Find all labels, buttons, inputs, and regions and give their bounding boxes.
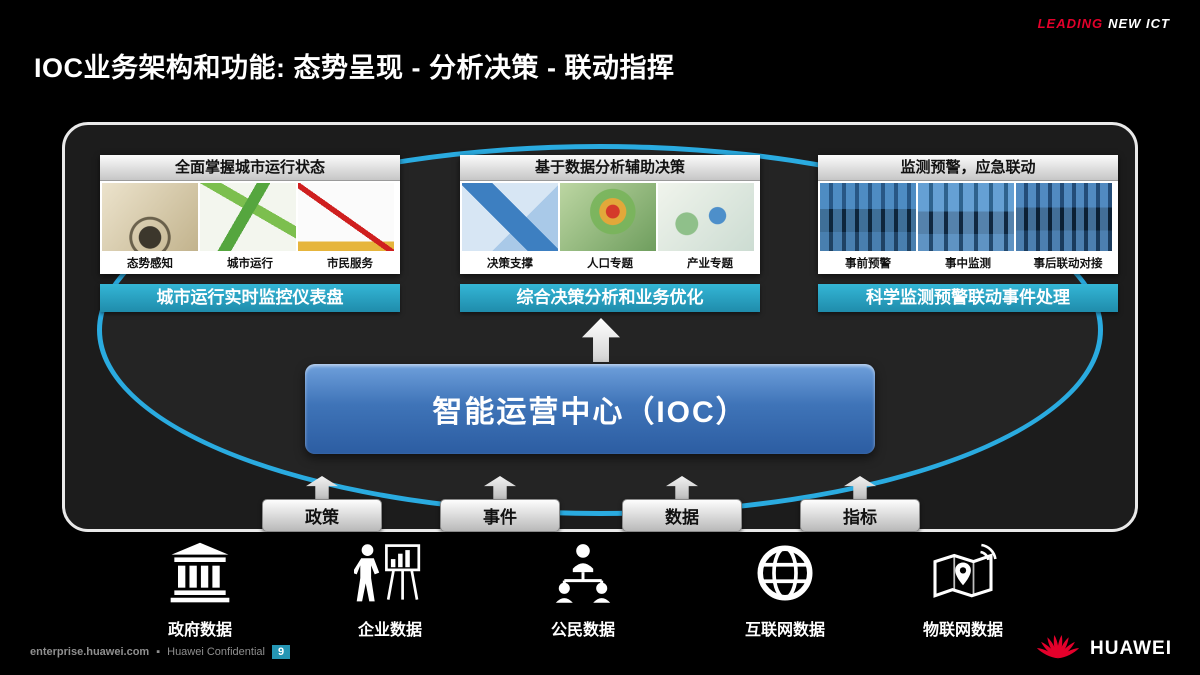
industry-topic-photo (658, 183, 754, 251)
thumb-row (100, 181, 400, 253)
dashboard-photo (102, 183, 198, 251)
thumb-label: 态势感知 (127, 258, 173, 270)
panel-monitoring-warning: 监测预警，应急联动 事前预警 事中监测 事后联动对接 科学监测预警联动事件处理 (818, 155, 1118, 312)
thumb-label-row: 决策支撑 人口专题 产业专题 (460, 253, 760, 272)
post-linkage-photo (1016, 183, 1112, 251)
confidential-text: Huawei Confidential (167, 646, 265, 658)
thumb-label: 市民服务 (327, 258, 373, 270)
source-label: 政府数据 (167, 622, 232, 639)
source-label: 公民数据 (550, 622, 615, 639)
site-url: enterprise.huawei.com (30, 646, 150, 658)
leading-text: LEADING (1037, 16, 1104, 31)
thumb-row (818, 181, 1118, 253)
page-number-badge: 9 (271, 645, 291, 659)
huawei-flower-icon (1036, 633, 1080, 665)
input-tag-event: 事件 (440, 499, 560, 532)
source-label: 互联网数据 (744, 622, 825, 639)
thumb-row (460, 181, 760, 253)
footer: enterprise.huawei.com ▪ Huawei Confident… (30, 645, 291, 659)
source-citizen: 公民数据 (498, 538, 668, 640)
city-operation-photo (200, 183, 296, 251)
panel-header: 基于数据分析辅助决策 (460, 155, 760, 181)
huawei-wordmark: HUAWEI (1090, 638, 1172, 659)
panel-header: 监测预警，应急联动 (818, 155, 1118, 181)
thumb-label: 产业专题 (687, 258, 733, 270)
source-label: 企业数据 (357, 622, 422, 639)
caption-bar: 科学监测预警联动事件处理 (818, 284, 1118, 312)
business-presenter-icon (305, 538, 475, 608)
thumb-label: 事前预警 (845, 258, 891, 270)
thumb-label: 人口专题 (587, 258, 633, 270)
panel-data-analysis: 基于数据分析辅助决策 决策支撑 人口专题 产业专题 综合决策分析和业务优化 (460, 155, 760, 312)
internet-globe-icon (700, 538, 870, 608)
decision-support-photo (462, 183, 558, 251)
source-government: 政府数据 (115, 538, 285, 640)
thumb-label-row: 事前预警 事中监测 事后联动对接 (818, 253, 1118, 272)
ioc-label: 智能运营中心（IOC） (432, 396, 748, 429)
huawei-logo: HUAWEI (1036, 633, 1172, 665)
page-title: IOC业务架构和功能: 态势呈现 - 分析决策 - 联动指挥 (34, 53, 675, 83)
caption-bar: 综合决策分析和业务优化 (460, 284, 760, 312)
thumb-label: 事中监测 (945, 258, 991, 270)
population-topic-photo (560, 183, 656, 251)
thumb-label: 决策支撑 (487, 258, 533, 270)
iot-map-icon (878, 538, 1048, 608)
panel-monitoring-warning-box: 监测预警，应急联动 事前预警 事中监测 事后联动对接 (818, 155, 1118, 274)
panel-city-status-box: 全面掌握城市运行状态 态势感知 城市运行 市民服务 (100, 155, 400, 274)
input-tag-indicator: 指标 (800, 499, 920, 532)
separator-dot: ▪ (156, 646, 161, 658)
new-ict-text: NEW ICT (1108, 16, 1170, 31)
ioc-center-box: 智能运营中心（IOC） (305, 364, 875, 454)
monitoring-photo (918, 183, 1014, 251)
panel-header: 全面掌握城市运行状态 (100, 155, 400, 181)
input-tag-data: 数据 (622, 499, 742, 532)
pre-warning-photo (820, 183, 916, 251)
input-tag-policy: 政策 (262, 499, 382, 532)
panel-city-status: 全面掌握城市运行状态 态势感知 城市运行 市民服务 城市运行实时监控仪表盘 (100, 155, 400, 312)
thumb-label: 事后联动对接 (1033, 258, 1103, 270)
source-label: 物联网数据 (922, 622, 1003, 639)
government-building-icon (115, 538, 285, 608)
source-internet: 互联网数据 (700, 538, 870, 640)
thumb-label-row: 态势感知 城市运行 市民服务 (100, 253, 400, 272)
citizen-network-icon (498, 538, 668, 608)
leading-new-ict-logo: LEADING NEW ICT (1038, 16, 1170, 31)
panel-data-analysis-box: 基于数据分析辅助决策 决策支撑 人口专题 产业专题 (460, 155, 760, 274)
citizen-service-photo (298, 183, 394, 251)
source-enterprise: 企业数据 (305, 538, 475, 640)
source-iot: 物联网数据 (878, 538, 1048, 640)
thumb-label: 城市运行 (227, 258, 273, 270)
caption-bar: 城市运行实时监控仪表盘 (100, 284, 400, 312)
